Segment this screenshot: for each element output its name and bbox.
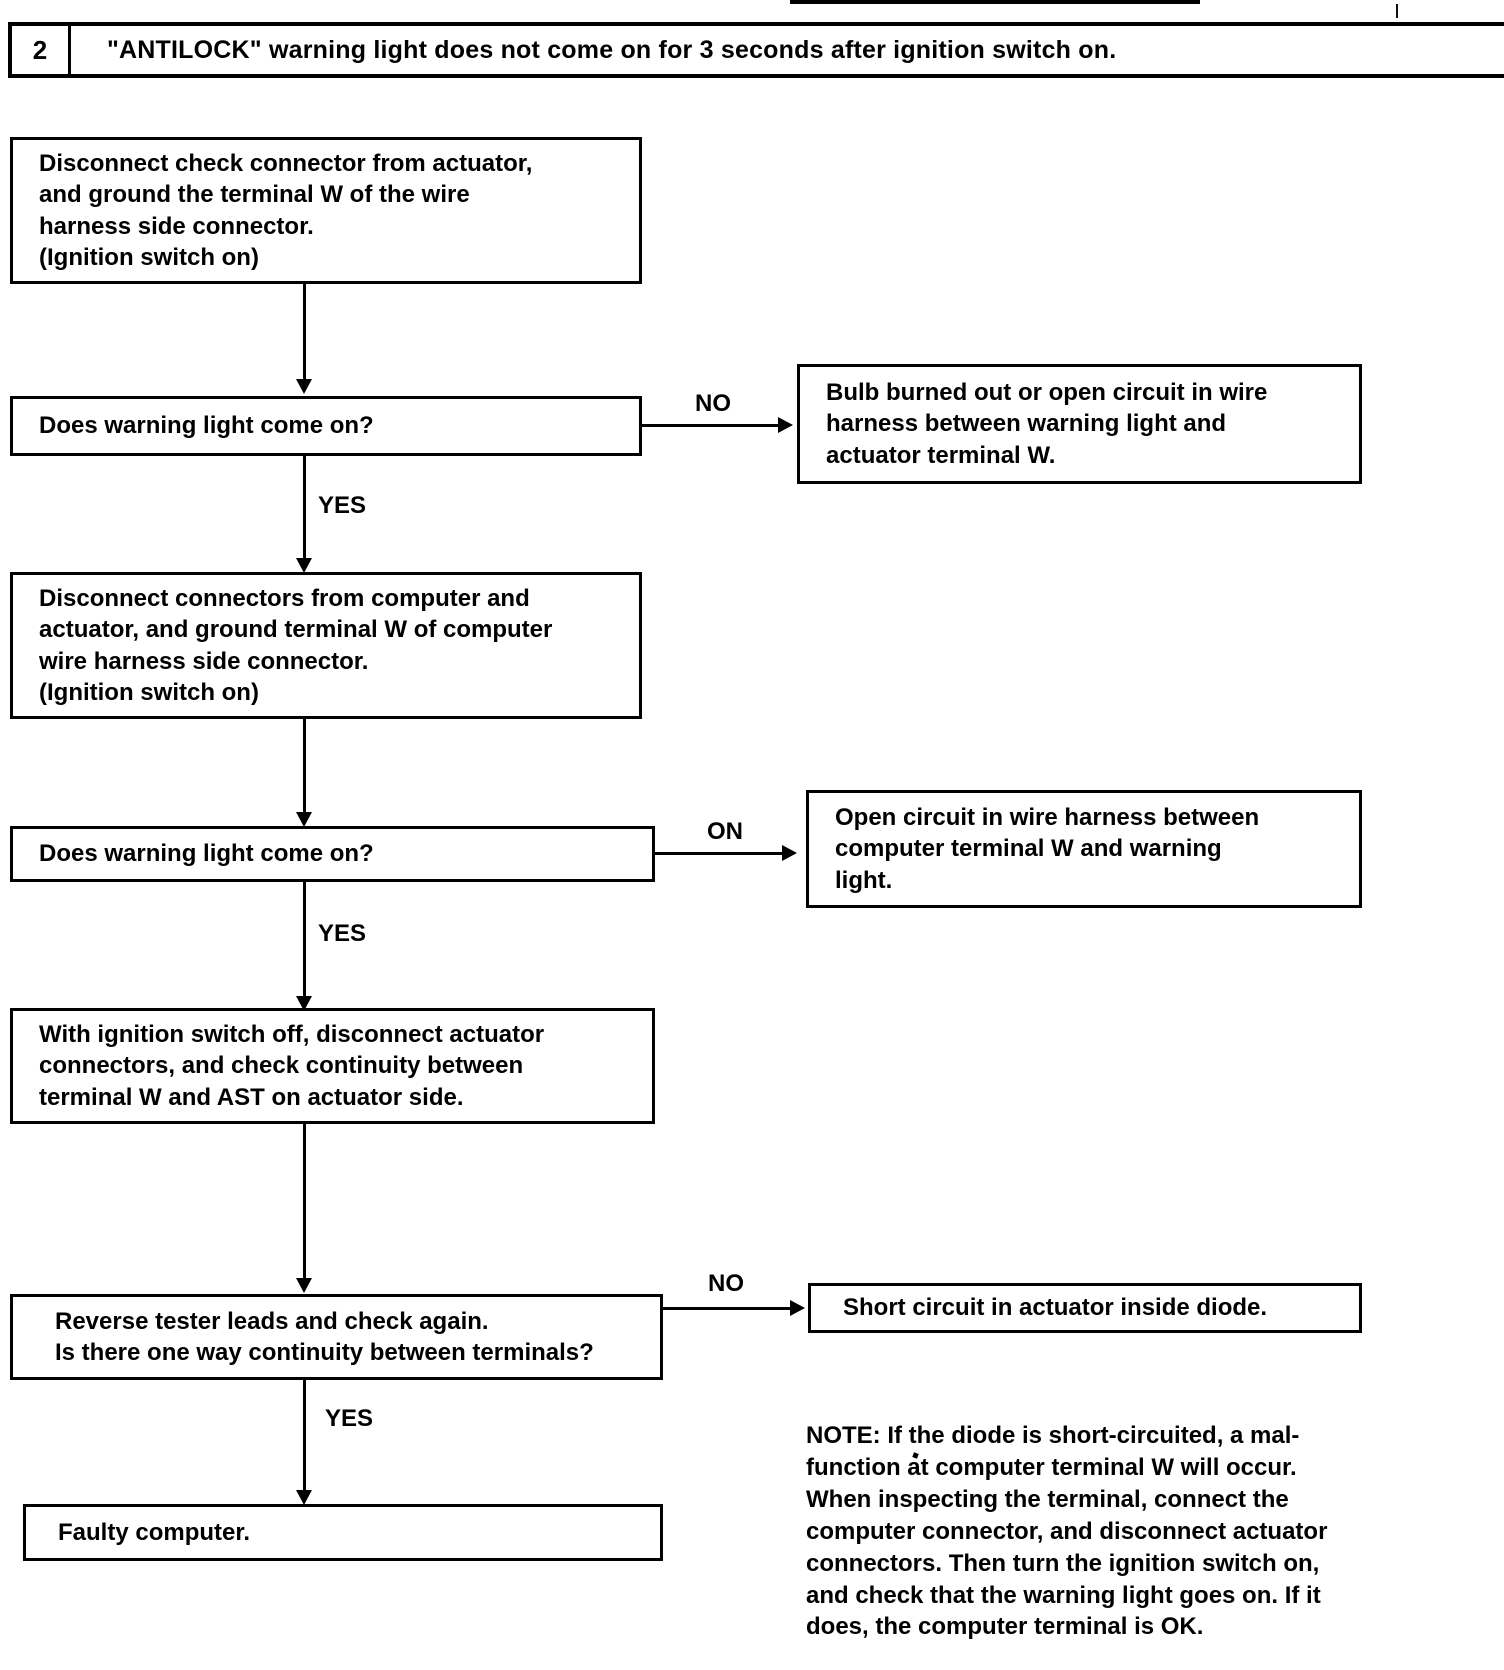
chart-header: 2 "ANTILOCK" warning light does not come…	[8, 22, 1504, 78]
result2-line-3: light.	[835, 866, 893, 894]
step2-line-3: wire harness side connector.	[39, 647, 369, 675]
result2-line-2: computer terminal W and warning	[835, 835, 1222, 863]
note-line-6: and check that the warning light goes on…	[806, 1581, 1321, 1609]
decision3-line-1: Reverse tester leads and check again.	[55, 1307, 489, 1335]
final-line-1: Faulty computer.	[58, 1518, 251, 1546]
branch-no-1-line	[642, 424, 782, 427]
right-margin-tick	[1396, 4, 1398, 18]
decision2-line-1: Does warning light come on?	[39, 840, 374, 868]
header-divider	[68, 26, 71, 74]
arrowhead-decision2-to-step3	[296, 996, 312, 1011]
arrowhead-decision3-to-final	[296, 1490, 312, 1505]
result-box-open-circuit-computer-terminal: Open circuit in wire harness between com…	[806, 790, 1362, 908]
step2-line-2: actuator, and ground terminal W of compu…	[39, 616, 553, 644]
step2-line-4: (Ignition switch on)	[39, 678, 259, 706]
connector-decision2-to-step3	[303, 882, 306, 1000]
result2-line-1: Open circuit in wire harness between	[835, 804, 1260, 832]
step-box-disconnect-check-connector: Disconnect check connector from actuator…	[10, 137, 642, 284]
step1-line-4: (Ignition switch on)	[39, 243, 259, 271]
note-line-1: NOTE: If the diode is short-circuited, a…	[806, 1422, 1300, 1449]
note-line-2: function at computer terminal W will occ…	[806, 1453, 1297, 1481]
branch-label-no-1: NO	[695, 390, 731, 417]
decision-box-warning-light-1: Does warning light come on?	[10, 396, 642, 456]
connector-step1-to-decision1	[303, 284, 306, 382]
note-line-3: When inspecting the terminal, connect th…	[806, 1485, 1289, 1513]
connector-step2-to-decision2	[303, 719, 306, 819]
branch-on-line	[655, 852, 790, 855]
step2-line-1: Disconnect connectors from computer and	[39, 585, 530, 613]
connector-decision1-to-step2	[303, 456, 306, 563]
arrowhead-step1-to-decision1	[296, 379, 312, 394]
result1-line-1: Bulb burned out or open circuit in wire	[826, 379, 1268, 407]
step3-line-2: connectors, and check continuity between	[39, 1052, 524, 1080]
connector-decision3-to-final	[303, 1380, 306, 1495]
decision3-line-2: Is there one way continuity between term…	[55, 1339, 594, 1366]
result1-line-2: harness between warning light and	[826, 410, 1227, 438]
decision1-line-1: Does warning light come on?	[39, 412, 374, 440]
result-box-short-circuit-diode: Short circuit in actuator inside diode.	[808, 1283, 1362, 1333]
step-box-disconnect-computer-actuator: Disconnect connectors from computer and …	[10, 572, 642, 719]
note-block: NOTE: If the diode is short-circuited, a…	[806, 1420, 1396, 1643]
branch-label-on: ON	[707, 818, 743, 845]
branch-no-2-line	[663, 1307, 798, 1310]
step1-line-2: and ground the terminal W of the wire	[39, 181, 470, 209]
branch-label-yes-1: YES	[318, 492, 367, 519]
result3-line-1: Short circuit in actuator inside diode.	[843, 1294, 1268, 1322]
branch-label-yes-3: YES	[325, 1405, 374, 1432]
top-page-rule	[790, 0, 1200, 4]
connector-step3-to-decision3	[303, 1124, 306, 1284]
result-box-bulb-burned-out: Bulb burned out or open circuit in wire …	[797, 364, 1362, 484]
decision-box-warning-light-2: Does warning light come on?	[10, 826, 655, 882]
decision-box-reverse-tester-leads: Reverse tester leads and check again. Is…	[10, 1294, 663, 1380]
arrowhead-decision1-to-step2	[296, 558, 312, 573]
note-line-4: computer connector, and disconnect actua…	[806, 1517, 1328, 1545]
step3-line-3: terminal W and AST on actuator side.	[39, 1083, 464, 1111]
result1-line-3: actuator terminal W.	[826, 441, 1056, 469]
note-line-5: connectors. Then turn the ignition switc…	[806, 1549, 1320, 1577]
step1-line-1: Disconnect check connector from actuator…	[39, 150, 533, 178]
step-box-check-continuity: With ignition switch off, disconnect act…	[10, 1008, 655, 1124]
step3-line-1: With ignition switch off, disconnect act…	[39, 1021, 545, 1049]
branch-no-1-arrowhead	[778, 417, 793, 433]
note-line-7: does, the computer terminal is OK.	[806, 1613, 1204, 1641]
step1-line-3: harness side connector.	[39, 212, 314, 240]
arrowhead-step2-to-decision2	[296, 812, 312, 827]
branch-on-arrowhead	[782, 845, 797, 861]
branch-no-2-arrowhead	[790, 1300, 805, 1316]
chart-title: "ANTILOCK" warning light does not come o…	[107, 35, 1117, 64]
branch-label-no-2: NO	[708, 1270, 744, 1297]
arrowhead-step3-to-decision3	[296, 1278, 312, 1293]
chart-number: 2	[32, 35, 48, 65]
branch-label-yes-2: YES	[318, 920, 367, 947]
result-box-faulty-computer: Faulty computer.	[23, 1504, 663, 1561]
